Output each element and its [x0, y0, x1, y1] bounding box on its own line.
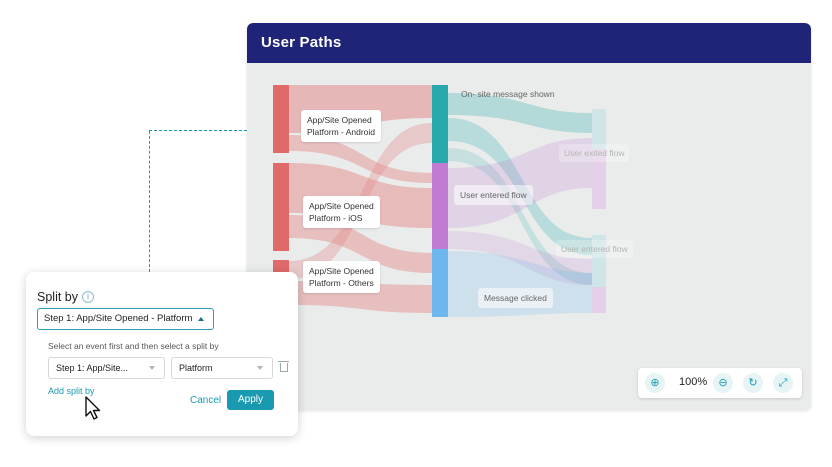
apply-button[interactable]: Apply — [227, 390, 274, 410]
split-hint: Select an event first and then select a … — [48, 341, 219, 351]
add-split-by-link[interactable]: Add split by — [48, 386, 95, 396]
property-dropdown[interactable]: Platform — [171, 357, 273, 379]
zoom-out-icon[interactable]: ⊖ — [713, 373, 733, 393]
step3-bar-d — [592, 287, 606, 313]
mouse-pointer-icon — [85, 396, 101, 420]
property-dropdown-value: Platform — [179, 363, 213, 373]
step3-label-exited: User exited flow — [559, 144, 630, 162]
panel-header: User Paths — [247, 23, 811, 63]
step3-label-entered: User entered flow — [556, 240, 633, 258]
expand-icon[interactable]: ⤢ — [773, 373, 793, 393]
split-by-card: Split by i Step 1: App/Site Opened - Pla… — [26, 272, 298, 436]
source-bar-ios — [273, 163, 289, 251]
event-dropdown[interactable]: Step 1: App/Site... — [48, 357, 165, 379]
zoom-reset-icon[interactable]: ↻ — [743, 373, 763, 393]
step-select[interactable]: Step 1: App/Site Opened - Platform — [37, 308, 214, 330]
source-bar-android — [273, 85, 289, 153]
split-by-title: Split by — [37, 290, 78, 304]
trash-icon[interactable] — [278, 361, 289, 372]
source-label-others: App/Site Opened Platform - Others — [303, 261, 380, 293]
source-label-others-line1: App/Site Opened — [309, 266, 374, 276]
flow-shown-to-clicked-tail — [448, 148, 592, 285]
caret-up-icon — [198, 317, 204, 321]
source-label-ios: App/Site Opened Platform - iOS — [303, 196, 380, 228]
source-label-ios-line1: App/Site Opened — [309, 201, 374, 211]
source-label-android-line1: App/Site Opened — [307, 115, 372, 125]
step3-bar-a — [592, 109, 606, 149]
flow-entered-to-exited — [448, 138, 592, 228]
step-select-value: Step 1: App/Site Opened - Platform — [44, 313, 193, 324]
info-icon[interactable]: i — [82, 291, 94, 303]
source-label-android-line2: Platform - Android — [307, 127, 376, 137]
source-label-android: App/Site Opened Platform - Android — [301, 110, 382, 142]
connector-line-horizontal — [149, 130, 247, 131]
step2-bar-clicked — [432, 249, 448, 317]
step2-label-entered: User entered flow — [454, 185, 533, 205]
step2-bar-entered — [432, 163, 448, 249]
chevron-down-icon — [149, 366, 155, 370]
panel-title: User Paths — [261, 34, 342, 51]
step2-label-shown: On- site message shown — [461, 89, 555, 99]
zoom-percent: 100% — [679, 376, 708, 388]
flow-entered-to-entered — [448, 231, 592, 285]
user-paths-panel: User Paths App/Site Opened Platform - An… — [247, 23, 811, 410]
source-label-others-line2: Platform - Others — [309, 278, 374, 288]
step2-bar-shown — [432, 85, 448, 163]
step3-bar-b — [592, 149, 606, 209]
chevron-down-icon — [257, 366, 263, 370]
connector-line-vertical — [149, 131, 150, 272]
zoom-controls: ⊕ 100% ⊖ ↻ ⤢ — [638, 368, 802, 398]
flow-shown-to-exited — [448, 93, 592, 133]
step2-label-clicked: Message clicked — [478, 288, 553, 308]
flow-android-to-entered — [289, 135, 432, 183]
zoom-in-icon[interactable]: ⊕ — [645, 373, 665, 393]
flow-ios-to-clicked — [289, 215, 432, 273]
cancel-button[interactable]: Cancel — [190, 395, 222, 406]
event-dropdown-value: Step 1: App/Site... — [56, 363, 129, 373]
step3-bar-c — [592, 235, 606, 287]
source-label-ios-line2: Platform - iOS — [309, 213, 363, 223]
